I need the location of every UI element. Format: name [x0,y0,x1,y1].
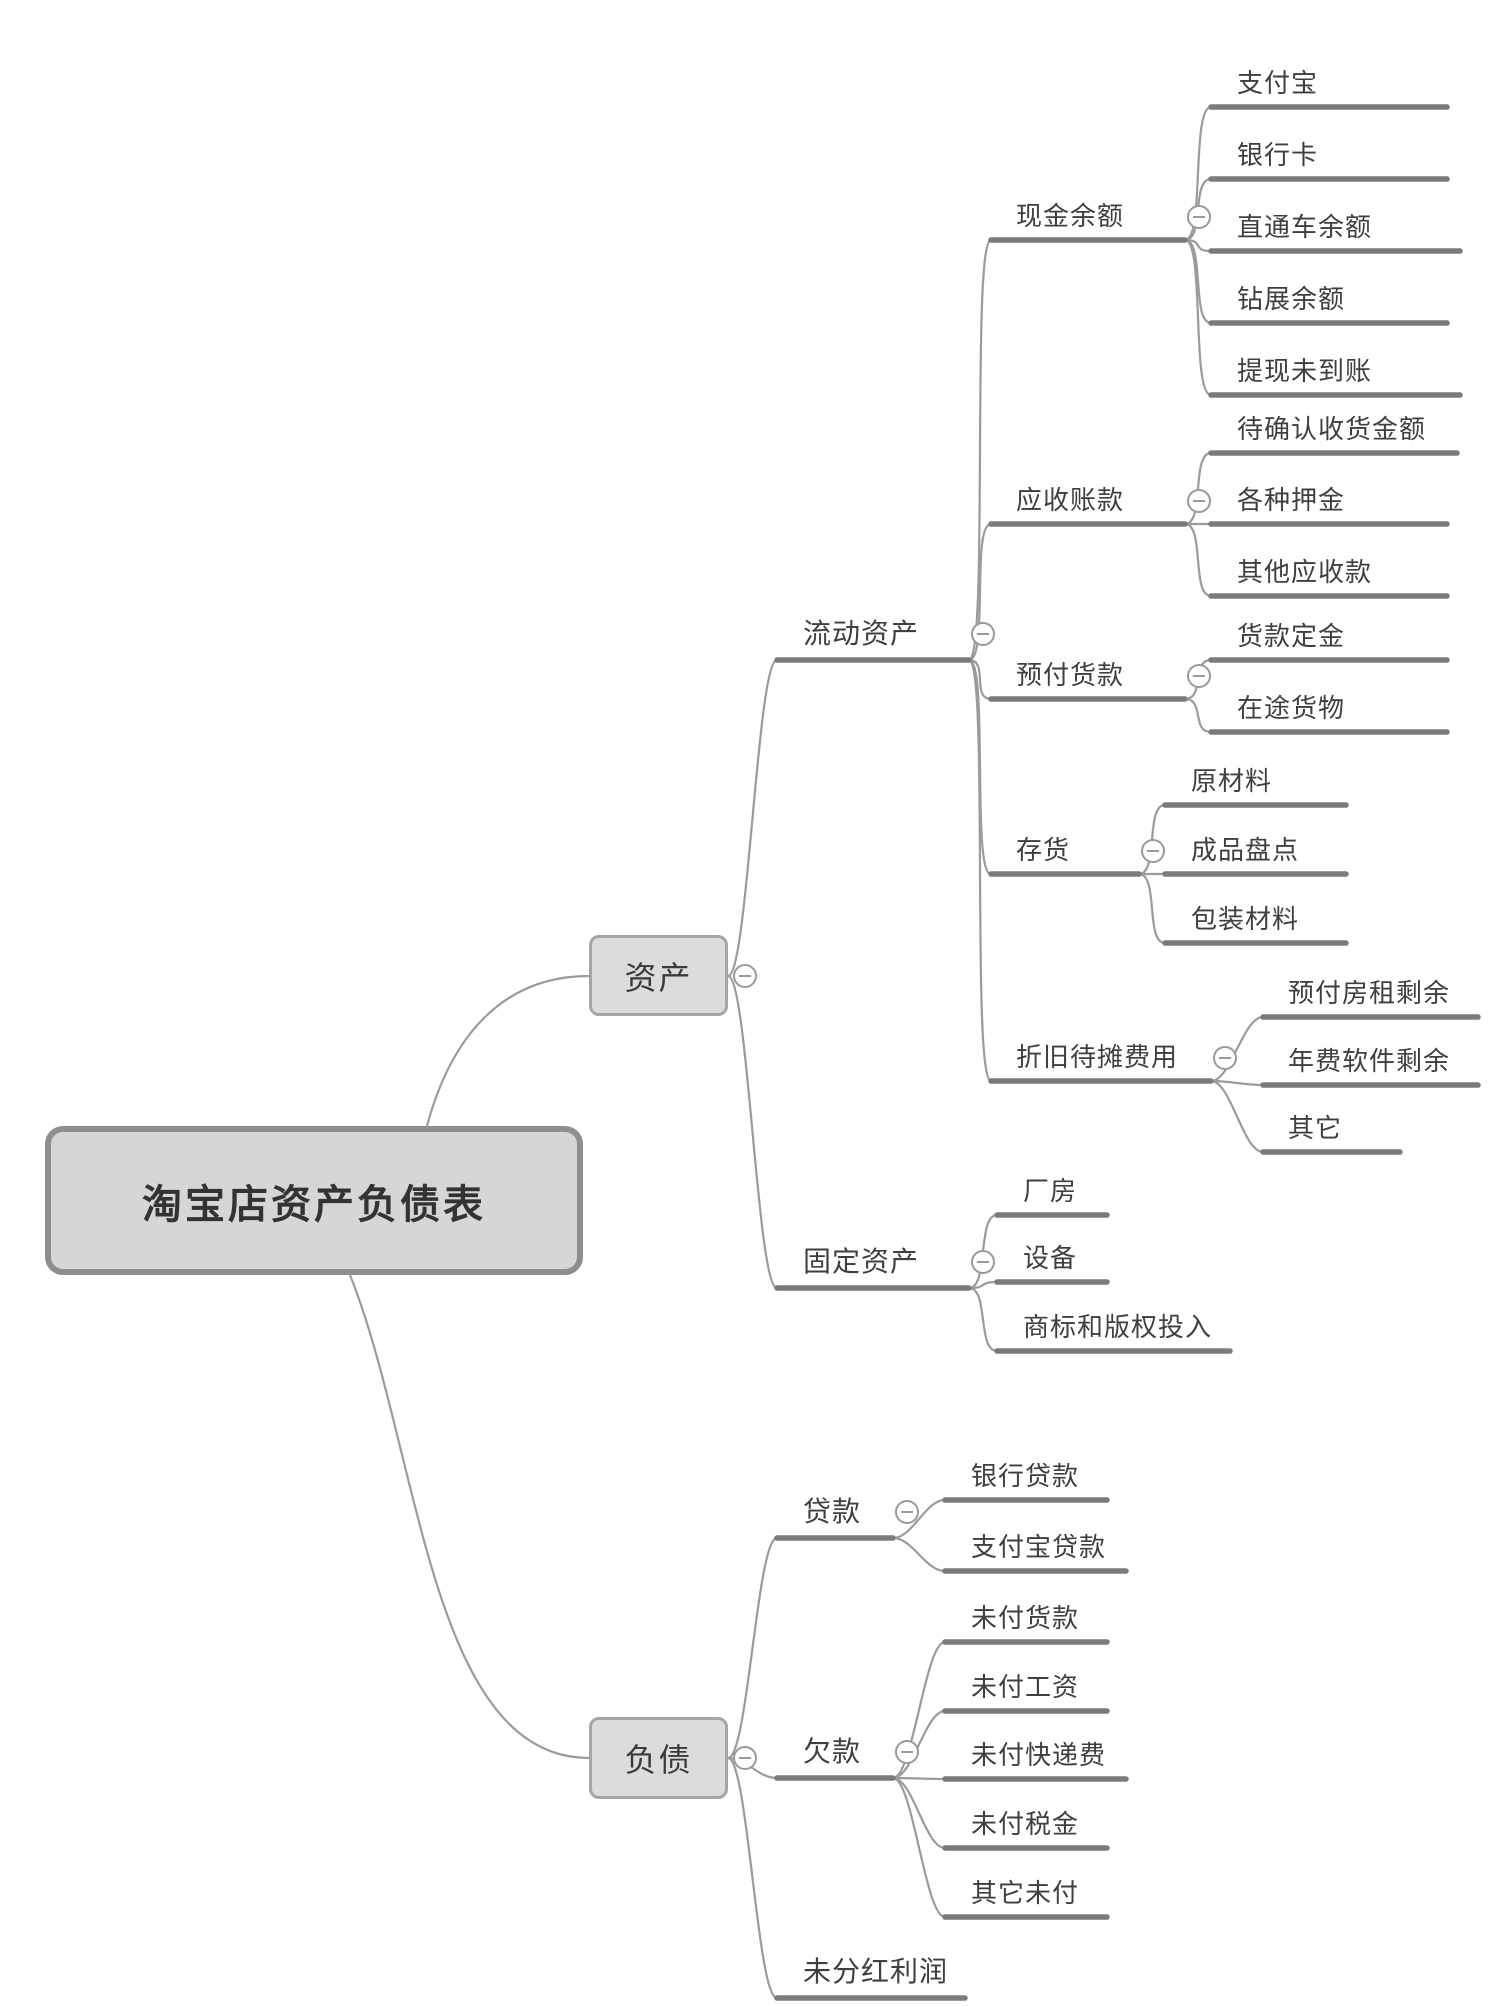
node-assets[interactable]: 资产 [589,935,728,1016]
node-prepaid-rent-remaining[interactable]: 预付房租剩余 [1288,979,1451,1009]
collapse-icon-payables[interactable] [895,1740,919,1764]
node-inventory[interactable]: 存货 [1016,836,1071,866]
node-equipment[interactable]: 设备 [1023,1244,1078,1274]
node-annual-software-remaining[interactable]: 年费软件剩余 [1288,1047,1451,1077]
node-unpaid-goods[interactable]: 未付货款 [971,1604,1080,1634]
collapse-icon-current-assets[interactable] [971,622,995,646]
collapse-icon-loans[interactable] [895,1500,919,1524]
collapse-icon-amortization[interactable] [1213,1046,1237,1070]
collapse-icon-liabilities[interactable] [733,1746,757,1770]
node-pending-receipt-amount[interactable]: 待确认收货金额 [1237,415,1427,445]
node-deposits[interactable]: 各种押金 [1237,486,1346,516]
node-bank-card[interactable]: 银行卡 [1237,141,1319,171]
node-unpaid-shipping[interactable]: 未付快递费 [971,1741,1107,1771]
node-current-assets[interactable]: 流动资产 [803,617,920,650]
node-liabilities-label: 负债 [624,1741,693,1779]
node-prepaid-goods[interactable]: 预付货款 [1016,661,1125,691]
node-trademark-copyright[interactable]: 商标和版权投入 [1023,1313,1213,1343]
node-bank-loan[interactable]: 银行贷款 [971,1462,1080,1492]
node-fixed-assets[interactable]: 固定资产 [803,1245,920,1278]
root-node-label: 淘宝店资产负债表 [142,1181,486,1228]
node-goods-in-transit[interactable]: 在途货物 [1237,694,1346,724]
collapse-icon-assets[interactable] [733,964,757,988]
node-liabilities[interactable]: 负债 [589,1717,728,1799]
node-factory[interactable]: 厂房 [1023,1177,1078,1207]
node-finished-goods-count[interactable]: 成品盘点 [1191,836,1300,866]
node-cash-balance[interactable]: 现金余额 [1016,202,1125,232]
node-withdraw-pending[interactable]: 提现未到账 [1237,357,1373,387]
node-goods-deposit[interactable]: 货款定金 [1237,622,1346,652]
node-underlines [774,104,1481,2001]
node-assets-label: 资产 [624,958,693,997]
node-loans[interactable]: 贷款 [803,1495,862,1528]
collapse-icon-fixed-assets[interactable] [971,1250,995,1274]
node-payables[interactable]: 欠款 [803,1735,862,1768]
node-amortization[interactable]: 折旧待摊费用 [1016,1043,1179,1073]
node-other-unpaid[interactable]: 其它未付 [971,1879,1080,1909]
collapse-icon-prepaid-goods[interactable] [1187,664,1211,688]
node-unpaid-taxes[interactable]: 未付税金 [971,1810,1080,1840]
node-amortization-other[interactable]: 其它 [1288,1114,1343,1144]
node-alipay-loan[interactable]: 支付宝贷款 [971,1533,1107,1563]
node-other-receivables[interactable]: 其他应收款 [1237,558,1373,588]
node-packaging-materials[interactable]: 包装材料 [1191,905,1300,935]
collapse-icon-cash-balance[interactable] [1187,205,1211,229]
collapse-icon-inventory[interactable] [1141,839,1165,863]
node-zuanzhan-balance[interactable]: 钻展余额 [1237,285,1346,315]
root-node[interactable]: 淘宝店资产负债表 [45,1126,583,1275]
node-zhitongche-balance[interactable]: 直通车余额 [1237,213,1373,243]
node-alipay[interactable]: 支付宝 [1237,69,1319,99]
node-accounts-receivable[interactable]: 应收账款 [1016,486,1125,516]
node-undistributed-profit[interactable]: 未分红利润 [803,1955,949,1988]
node-raw-materials[interactable]: 原材料 [1191,767,1273,797]
node-unpaid-wages[interactable]: 未付工资 [971,1673,1080,1703]
collapse-icon-accounts-receivable[interactable] [1187,489,1211,513]
